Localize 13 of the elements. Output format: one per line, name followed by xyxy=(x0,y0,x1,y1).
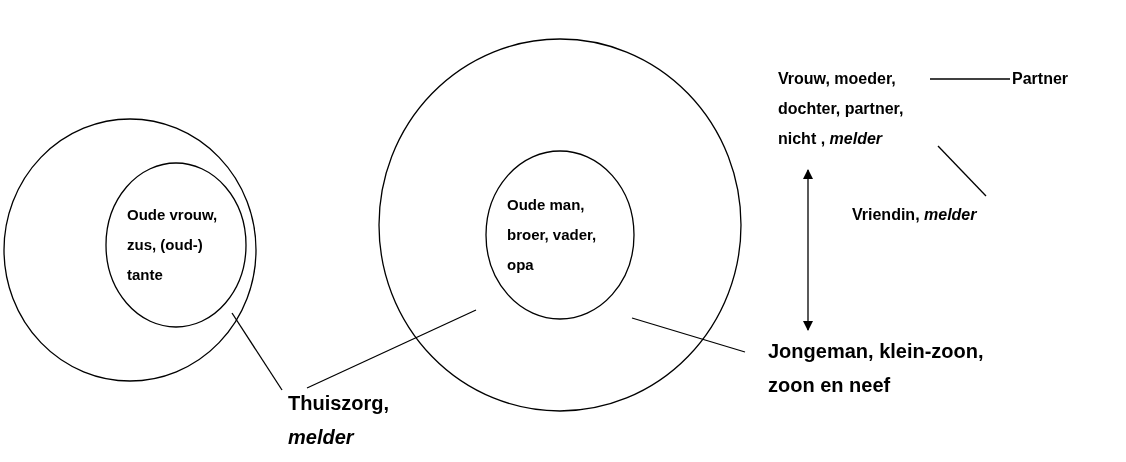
node-label: Oude vrouw, zus, (oud-) tante xyxy=(127,205,219,285)
text-label: Thuiszorg, melder xyxy=(288,391,391,450)
leader-line xyxy=(937,145,987,197)
text-label: Jongeman, klein-zoon, zoon en neef xyxy=(768,339,985,398)
double-arrow xyxy=(803,169,813,331)
leader-line xyxy=(306,309,477,389)
leader-line xyxy=(231,312,283,391)
leader-line xyxy=(929,78,1011,80)
text-label: Vrouw, moeder, dochter, partner, nicht , melder xyxy=(778,69,905,149)
leader-line xyxy=(631,317,746,353)
text-label: Partner xyxy=(1012,69,1070,89)
node-label: Oude man, broer, vader, opa xyxy=(507,195,598,275)
text-label: Vriendin, melder xyxy=(852,205,978,225)
